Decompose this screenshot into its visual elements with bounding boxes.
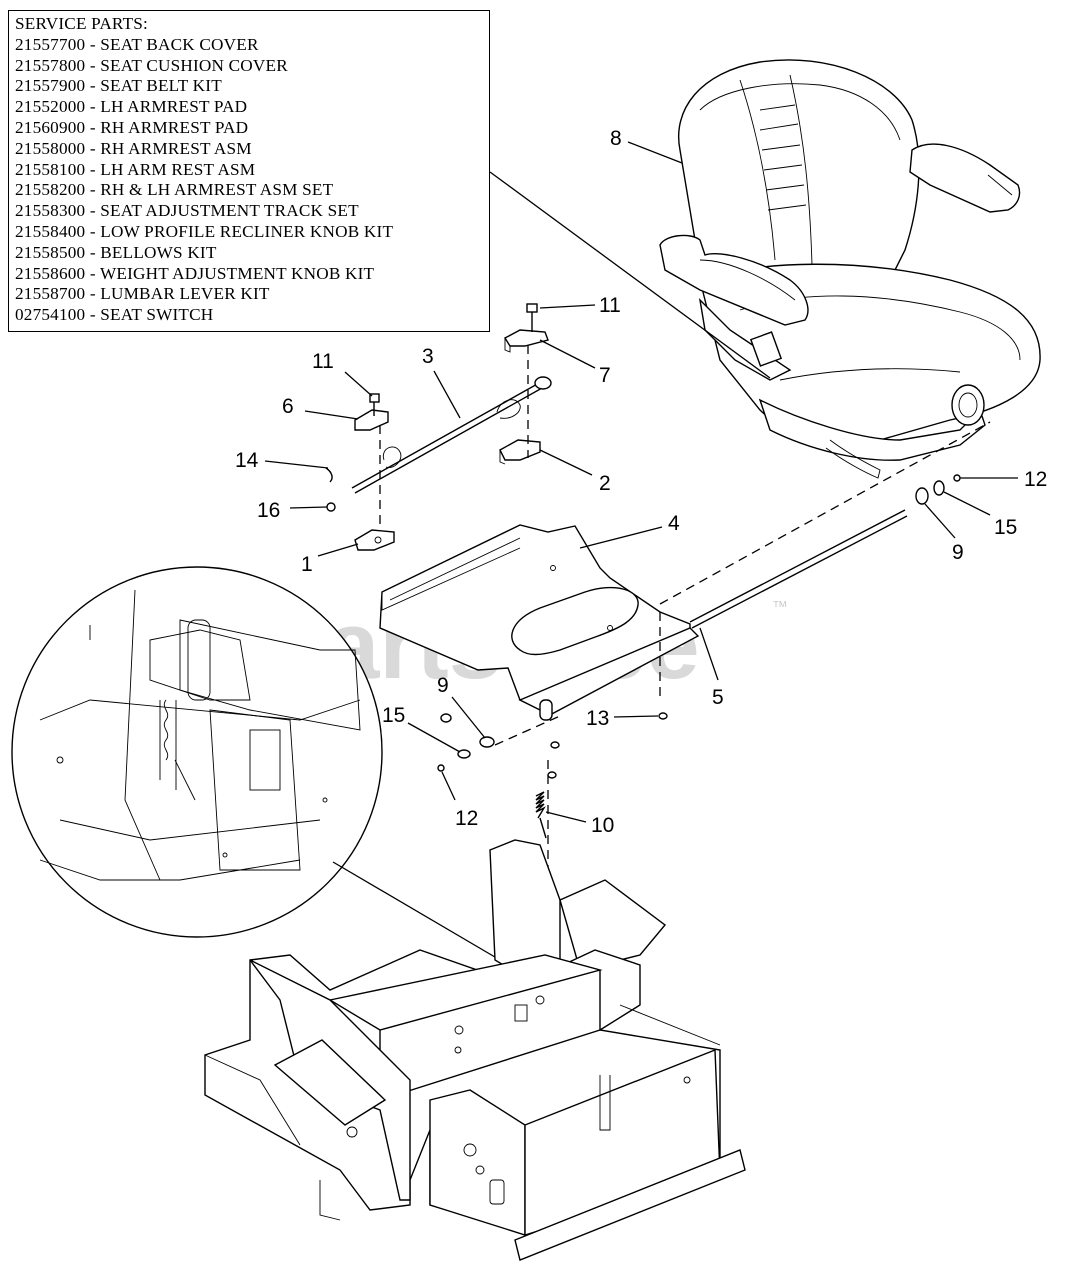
service-part-item: 21558700 - LUMBAR LEVER KIT bbox=[15, 284, 270, 304]
spring-10[interactable] bbox=[535, 791, 547, 839]
callout-4: 4 bbox=[579, 512, 680, 549]
bracket-7[interactable] bbox=[504, 329, 549, 353]
clip-14[interactable] bbox=[325, 467, 333, 483]
svg-text:11: 11 bbox=[599, 294, 621, 317]
svg-text:14: 14 bbox=[235, 449, 259, 472]
svg-text:15: 15 bbox=[994, 516, 1017, 539]
service-part-item: 21557800 - SEAT CUSHION COVER bbox=[15, 55, 288, 75]
washer-15-right[interactable] bbox=[933, 480, 945, 496]
svg-text:9: 9 bbox=[952, 541, 964, 564]
callout-13: 13 bbox=[586, 707, 659, 730]
svg-text:16: 16 bbox=[257, 499, 280, 522]
svg-text:11: 11 bbox=[312, 350, 334, 373]
nut-center[interactable] bbox=[547, 741, 560, 779]
svg-text:6: 6 bbox=[282, 395, 294, 418]
watermark-trademark: ™ bbox=[772, 599, 788, 616]
svg-text:1: 1 bbox=[301, 553, 313, 576]
callout-15-right: 15 bbox=[943, 491, 1017, 539]
assembly-line bbox=[494, 715, 561, 746]
bracket-1[interactable] bbox=[354, 529, 395, 551]
service-part-item: 21558100 - LH ARM REST ASM bbox=[15, 159, 256, 179]
service-part-item: 21558500 - BELLOWS KIT bbox=[15, 242, 217, 262]
service-part-item: 21557900 - SEAT BELT KIT bbox=[15, 76, 222, 96]
washer-9-right[interactable] bbox=[915, 487, 929, 505]
callout-11-left: 11 bbox=[312, 350, 373, 397]
service-part-item: 21557700 - SEAT BACK COVER bbox=[15, 34, 259, 54]
bracket-2[interactable] bbox=[499, 439, 541, 465]
rod-5[interactable] bbox=[689, 509, 908, 629]
callout-7: 7 bbox=[539, 339, 611, 387]
callout-12-right: 12 bbox=[960, 468, 1047, 491]
callout-14: 14 bbox=[235, 449, 329, 472]
svg-text:5: 5 bbox=[712, 686, 724, 709]
callout-15-left: 15 bbox=[382, 704, 461, 753]
callout-11-upper: 11 bbox=[539, 294, 621, 317]
callout-3: 3 bbox=[422, 345, 461, 419]
service-part-item: 21558600 - WEIGHT ADJUSTMENT KNOB KIT bbox=[15, 263, 375, 283]
svg-text:2: 2 bbox=[599, 472, 611, 495]
callout-8: 8 bbox=[610, 127, 683, 164]
pin-12-right[interactable] bbox=[953, 474, 961, 482]
callout-2: 2 bbox=[539, 449, 611, 495]
callout-12-left: 12 bbox=[441, 771, 478, 830]
svg-text:13: 13 bbox=[586, 707, 609, 730]
nut-left[interactable] bbox=[440, 713, 452, 723]
service-part-item: 21558300 - SEAT ADJUSTMENT TRACK SET bbox=[15, 201, 359, 221]
svg-text:7: 7 bbox=[599, 364, 611, 387]
seat-switch-leader bbox=[489, 171, 771, 379]
service-part-item: 21552000 - LH ARMREST PAD bbox=[15, 97, 248, 117]
detail-view-circle bbox=[11, 566, 383, 938]
callout-10: 10 bbox=[545, 811, 614, 837]
service-part-item: 21558200 - RH & LH ARMREST ASM SET bbox=[15, 180, 334, 200]
rod-3[interactable] bbox=[351, 376, 552, 494]
service-part-item: 21560900 - RH ARMREST PAD bbox=[15, 117, 249, 137]
assembly-line bbox=[659, 421, 991, 605]
callout-1: 1 bbox=[301, 543, 359, 576]
callout-5: 5 bbox=[699, 627, 724, 709]
callout-9-left: 9 bbox=[437, 674, 486, 739]
service-parts-box: SERVICE PARTS: 21557700 - SEAT BACK COVE… bbox=[8, 10, 490, 332]
seat-plate-4[interactable] bbox=[379, 524, 700, 721]
detail-leader bbox=[332, 861, 501, 961]
service-parts-heading: SERVICE PARTS: bbox=[15, 14, 148, 33]
bracket-6[interactable] bbox=[354, 409, 389, 431]
callout-9-right: 9 bbox=[924, 503, 964, 564]
svg-text:3: 3 bbox=[422, 345, 434, 368]
pin-16[interactable] bbox=[326, 502, 336, 512]
svg-text:8: 8 bbox=[610, 127, 622, 150]
seat-assembly[interactable] bbox=[659, 59, 1041, 479]
svg-text:15: 15 bbox=[382, 704, 405, 727]
chassis-frame[interactable] bbox=[204, 839, 746, 1261]
washer-15-left[interactable] bbox=[457, 749, 471, 759]
callout-16: 16 bbox=[257, 499, 328, 522]
pin-12-left[interactable] bbox=[437, 764, 445, 772]
callout-6: 6 bbox=[282, 395, 359, 420]
svg-text:10: 10 bbox=[591, 814, 614, 837]
svg-text:12: 12 bbox=[1024, 468, 1047, 491]
nut-13[interactable] bbox=[658, 712, 668, 720]
svg-text:4: 4 bbox=[668, 512, 680, 535]
bolt-11-left[interactable] bbox=[369, 393, 380, 416]
service-part-item: 21558400 - LOW PROFILE RECLINER KNOB KIT bbox=[15, 221, 394, 241]
bolt-11-upper[interactable] bbox=[526, 303, 538, 332]
service-part-item: 02754100 - SEAT SWITCH bbox=[15, 305, 214, 325]
service-part-item: 21558000 - RH ARMREST ASM bbox=[15, 138, 252, 158]
svg-text:12: 12 bbox=[455, 807, 478, 830]
svg-text:9: 9 bbox=[437, 674, 449, 697]
washer-9-left[interactable] bbox=[479, 736, 495, 748]
